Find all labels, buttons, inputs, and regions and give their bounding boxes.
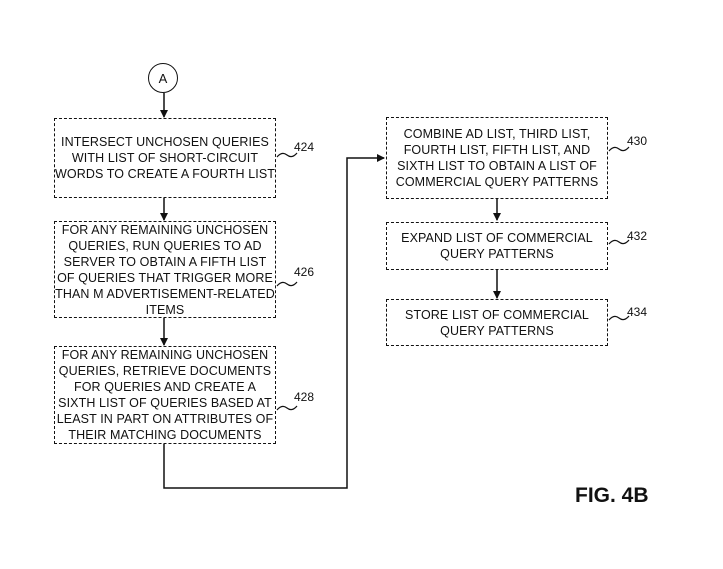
step-428-line-5: LEAST IN PART ON ATTRIBUTES OF [57,411,273,427]
figure-label: FIG. 4B [575,484,649,508]
leader-428 [277,406,297,410]
step-428-line-6: THEIR MATCHING DOCUMENTS [68,427,261,443]
step-434-ref: 434 [627,305,647,319]
step-428-box: FOR ANY REMAINING UNCHOSEN QUERIES, RETR… [54,346,276,444]
step-426-line-4: OF QUERIES THAT TRIGGER MORE [57,270,273,286]
step-432-ref: 432 [627,229,647,243]
step-432-line-1: EXPAND LIST OF COMMERCIAL [401,230,593,246]
step-434-box: STORE LIST OF COMMERCIAL QUERY PATTERNS [386,299,608,346]
step-426-line-2: QUERIES, RUN QUERIES TO AD [68,238,261,254]
step-428-line-3: FOR QUERIES AND CREATE A [74,379,256,395]
step-430-line-2: FOURTH LIST, FIFTH LIST, AND [404,142,591,158]
step-432-box: EXPAND LIST OF COMMERCIAL QUERY PATTERNS [386,222,608,270]
leader-426 [277,282,297,286]
step-430-line-1: COMBINE AD LIST, THIRD LIST, [404,126,591,142]
leader-432 [609,240,629,244]
step-424-line-2: WITH LIST OF SHORT-CIRCUIT [72,150,258,166]
step-430-line-3: SIXTH LIST TO OBTAIN A LIST OF [397,158,597,174]
step-428-line-1: FOR ANY REMAINING UNCHOSEN [62,347,269,363]
leader-430 [609,147,629,151]
step-424-line-3: WORDS TO CREATE A FOURTH LIST [55,166,275,182]
step-434-line-2: QUERY PATTERNS [440,323,554,339]
connector-label: A [159,71,168,86]
step-434-line-1: STORE LIST OF COMMERCIAL [405,307,589,323]
step-428-line-4: SIXTH LIST OF QUERIES BASED AT [58,395,272,411]
step-430-ref: 430 [627,134,647,148]
off-page-connector-a: A [148,63,178,93]
leader-434 [609,316,629,320]
step-428-line-2: QUERIES, RETRIEVE DOCUMENTS [59,363,271,379]
step-426-box: FOR ANY REMAINING UNCHOSEN QUERIES, RUN … [54,221,276,318]
step-424-ref: 424 [294,140,314,154]
step-432-line-2: QUERY PATTERNS [440,246,554,262]
step-428-ref: 428 [294,390,314,404]
step-424-box: INTERSECT UNCHOSEN QUERIES WITH LIST OF … [54,118,276,198]
step-424-line-1: INTERSECT UNCHOSEN QUERIES [61,134,269,150]
step-426-line-1: FOR ANY REMAINING UNCHOSEN [62,222,269,238]
step-426-ref: 426 [294,265,314,279]
step-430-line-4: COMMERCIAL QUERY PATTERNS [396,174,599,190]
step-426-line-5: THAN M ADVERTISEMENT-RELATED [55,286,275,302]
step-426-line-6: ITEMS [146,302,185,318]
step-426-line-3: SERVER TO OBTAIN A FIFTH LIST [64,254,267,270]
step-430-box: COMBINE AD LIST, THIRD LIST, FOURTH LIST… [386,117,608,199]
